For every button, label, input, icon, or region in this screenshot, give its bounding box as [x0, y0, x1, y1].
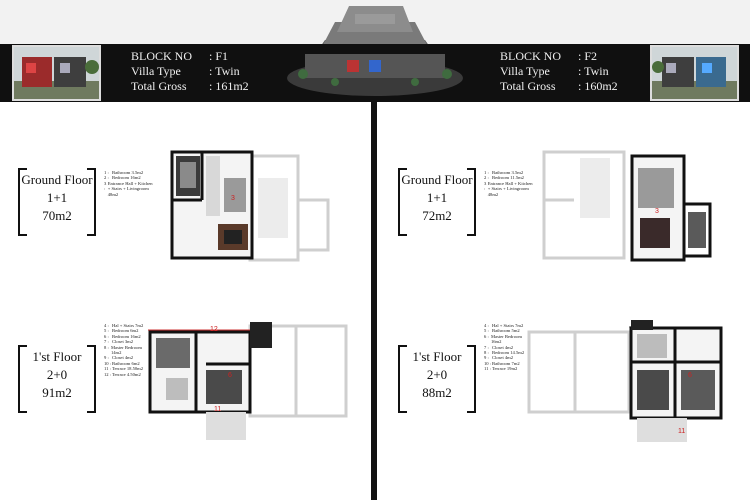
f1-first-title: 1'st Floor — [32, 349, 82, 364]
f2-ground-floor-box: Ground Floor 1+1 72m2 — [398, 168, 476, 236]
f1-first-room-number-11: 11 — [214, 406, 222, 413]
f1-gross-value: : 161m2 — [209, 79, 249, 93]
f2-ground-title: Ground Floor — [401, 172, 473, 187]
f1-first-floor-box: 1'st Floor 2+0 91m2 — [18, 345, 96, 413]
f1-info: BLOCK NO : F1 Villa Type : Twin Total Gros… — [131, 49, 249, 94]
f2-type-value: : Twin — [578, 64, 609, 78]
villa-thumbnail-f1 — [12, 45, 101, 101]
f2-first-rooms: 2+0 — [426, 367, 448, 382]
f2-ground-rooms: 1+1 — [426, 190, 448, 205]
f1-ground-title: Ground Floor — [21, 172, 93, 187]
f1-gross-label: Total Gross — [131, 79, 187, 93]
f2-first-room-number-11: 11 — [678, 428, 686, 435]
f1-first-area: 91m2 — [42, 385, 72, 400]
f1-ground-floor-box: Ground Floor 1+1 70m2 — [18, 168, 96, 236]
f2-info: BLOCK NO : F2 Villa Type : Twin Total Gros… — [500, 49, 618, 94]
f2-type-label: Villa Type — [500, 64, 550, 78]
f2-first-legend: 4 :Hal + Stairs 7m2 5 :Bathroom 5m2 6 :M… — [484, 323, 525, 372]
villa-thumbnail-f2 — [650, 45, 739, 101]
f1-first-room-number-12: 12 — [210, 326, 218, 333]
f2-first-room-number-6: 6 — [688, 372, 692, 379]
f2-ground-area: 72m2 — [422, 208, 452, 223]
f1-first-floor-plan — [148, 322, 348, 440]
f1-ground-area: 70m2 — [42, 208, 72, 223]
f2-block-value: : F2 — [578, 49, 598, 63]
f1-first-legend: 4 :Hal + Stairs 7m2 5 :Bedroom 6m2 6 :Be… — [104, 323, 144, 377]
f2-gross-value: : 160m2 — [578, 79, 618, 93]
f2-first-floor-box: 1'st Floor 2+0 88m2 — [398, 345, 476, 413]
center-divider — [371, 102, 377, 500]
f1-ground-room-number: 3 — [231, 195, 235, 202]
f2-gross-label: Total Gross — [500, 79, 556, 93]
aerial-render-lower — [287, 54, 463, 96]
f1-block-value: : F1 — [209, 49, 229, 63]
f1-first-rooms: 2+0 — [46, 367, 68, 382]
f2-ground-room-number: 3 — [655, 208, 659, 215]
f1-type-label: Villa Type — [131, 64, 181, 78]
f2-ground-legend: 1 :Bathroom 3.5m2 2 :Bedroom 11.5m2 3 :E… — [484, 170, 533, 197]
f1-block-label: BLOCK NO — [131, 49, 193, 63]
f2-ground-floor-plan — [542, 150, 712, 262]
f1-type-value: : Twin — [209, 64, 240, 78]
f2-first-floor-plan — [527, 320, 723, 442]
f1-ground-floor-plan — [170, 150, 330, 262]
f1-ground-rooms: 1+1 — [46, 190, 68, 205]
f1-first-room-number-6: 6 — [228, 372, 232, 379]
f1-ground-legend: 1 :Bathroom 3.5m2 2 :Bedroom 16m2 3 :Ent… — [104, 170, 153, 197]
f2-first-area: 88m2 — [422, 385, 452, 400]
f2-block-label: BLOCK NO — [500, 49, 562, 63]
f2-first-title: 1'st Floor — [412, 349, 462, 364]
